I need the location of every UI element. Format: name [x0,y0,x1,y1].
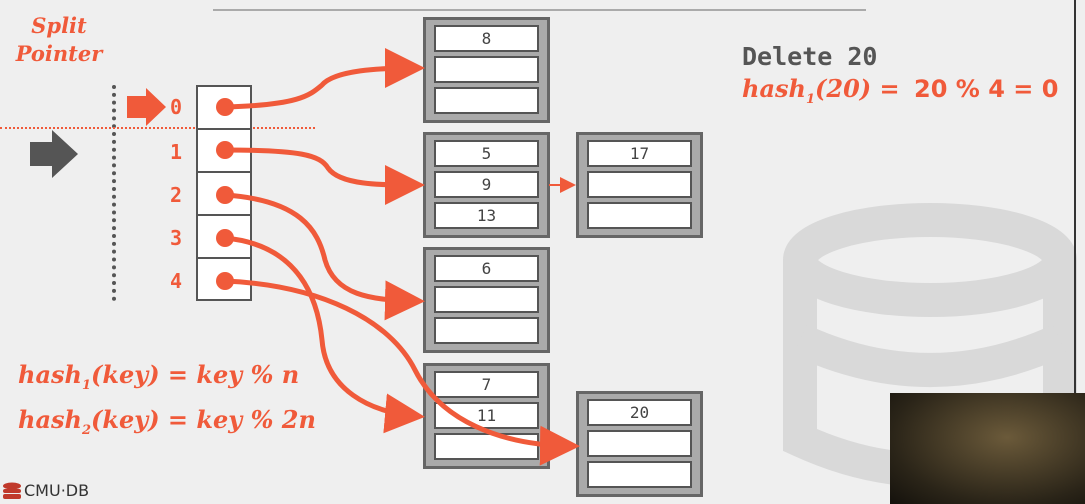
formula-arg: (20) = [815,74,900,103]
hash-function-1: hash1(key) = key % n [18,360,299,393]
directory-slot[interactable] [198,216,250,259]
cmu-db-logo: CMU·DB [2,481,89,500]
formula-hash: hash [742,74,806,103]
overflow-bucket-1[interactable]: 17 [576,132,703,238]
bucket-slot [587,202,692,229]
hash-name: hash [18,360,82,389]
index-0: 0 [170,95,183,119]
bucket-slot [587,430,692,457]
top-divider [213,9,866,11]
operation-label: Delete 20 [742,42,878,71]
gray-arrow-icon [30,130,78,178]
bucket-slot [434,56,539,83]
webcam-video [890,393,1085,504]
bucket-slot: 11 [434,402,539,429]
hash-rest: (key) = key % 2n [91,405,316,434]
directory-slot[interactable] [198,173,250,216]
formula-sub: 1 [805,91,816,107]
bucket-slot: 6 [434,255,539,282]
hash-sub: 2 [81,422,92,438]
bucket-3[interactable]: 7 11 [423,363,550,469]
formula-result: 20 % 4 = 0 [914,75,1059,103]
hash-rest: (key) = key % n [91,360,300,389]
logo-text: CMU·DB [24,481,90,500]
bucket-slot: 9 [434,171,539,198]
bucket-0[interactable]: 8 [423,17,550,123]
hash-name: hash [18,405,82,434]
hash-function-2: hash2(key) = key % 2n [18,405,316,438]
pointer-arrow-2 [224,192,425,321]
vertical-dotted-line [112,85,116,301]
directory [196,85,252,301]
bucket-slot [434,433,539,460]
bucket-1[interactable]: 5 9 13 [423,132,550,238]
split-pointer-arrow-icon [127,88,166,126]
directory-slot[interactable] [198,87,250,130]
split-pointer-label: Split Pointer [15,13,103,66]
bucket-slot [587,171,692,198]
bucket-2[interactable]: 6 [423,247,550,353]
bucket-slot: 7 [434,371,539,398]
bucket-slot: 20 [587,399,692,426]
hash-sub: 1 [81,377,92,393]
bucket-slot [434,87,539,114]
bucket-slot: 17 [587,140,692,167]
split-dotted-line [0,127,315,129]
bucket-4[interactable]: 20 [576,391,703,497]
index-2: 2 [170,183,183,207]
bucket-slot [434,286,539,313]
bucket-slot: 5 [434,140,539,167]
index-3: 3 [170,226,183,250]
bucket-slot: 13 [434,202,539,229]
right-edge [1074,0,1076,395]
operation-formula: hash1(20) = 20 % 4 = 0 [742,74,1058,107]
bucket-slot [587,461,692,488]
database-logo-icon [3,482,21,499]
index-4: 4 [170,269,183,293]
bucket-slot [434,317,539,344]
directory-slot[interactable] [198,130,250,173]
directory-slot[interactable] [198,259,250,302]
pointer-arrow-1 [224,147,425,205]
bucket-slot: 8 [434,25,539,52]
pointer-arrow-0 [224,48,425,110]
index-1: 1 [170,140,183,164]
